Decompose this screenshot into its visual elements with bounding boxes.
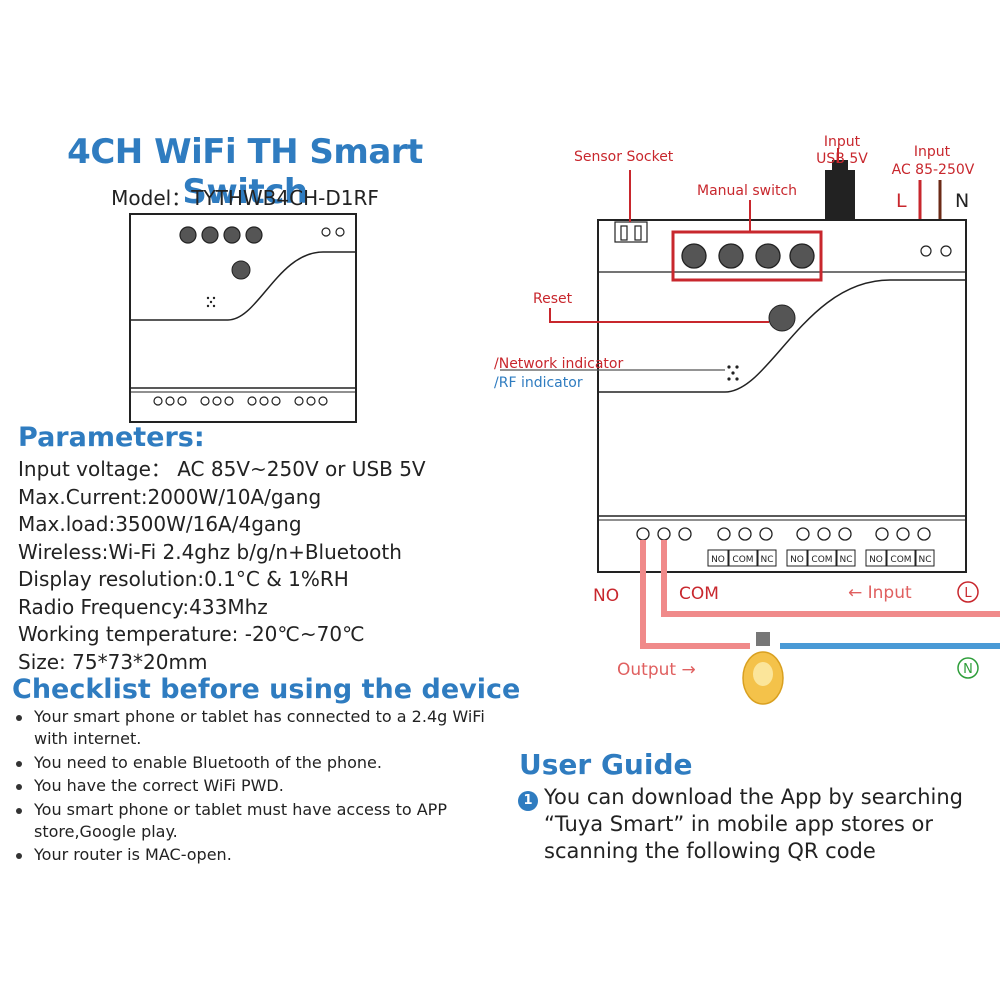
terminal-screws bbox=[153, 396, 328, 406]
reset-button-icon bbox=[768, 304, 796, 332]
param-max-current: Max.Current:2000W/10A/gang bbox=[18, 484, 322, 509]
checklist: Your smart phone or tablet has connected… bbox=[16, 706, 486, 868]
param-input-voltage: Input voltage： AC 85V~250V or USB 5V bbox=[18, 457, 426, 481]
label-network-indicator: /Network indicator bbox=[494, 356, 624, 372]
terminal-label-no: NO bbox=[869, 555, 883, 565]
usb-cable-icon bbox=[825, 170, 855, 225]
neutral-circle-icon bbox=[957, 657, 979, 679]
checklist-item: Your router is MAC-open. bbox=[16, 844, 486, 866]
label-input-ac-1: Input bbox=[913, 144, 951, 160]
circle-n-label: N bbox=[963, 662, 973, 677]
param-max-load: Max.load:3500W/16A/4gang bbox=[18, 512, 302, 536]
label-sensor-socket: Sensor Socket bbox=[574, 149, 674, 165]
terminal-label-no: NO bbox=[790, 555, 804, 565]
model-number: Model：TYTHWB4CH-D1RF bbox=[111, 186, 379, 210]
indicator-dots-icon bbox=[727, 365, 739, 381]
label-rf-indicator: /RF indicator bbox=[494, 375, 583, 391]
circle-l-label: L bbox=[964, 586, 972, 601]
manual-switch-buttons bbox=[681, 243, 815, 269]
terminal-screws bbox=[636, 527, 931, 541]
user-guide-heading: User Guide bbox=[519, 748, 693, 781]
label-manual-switch: Manual switch bbox=[697, 183, 798, 199]
param-radio-frequency: Radio Frequency:433Mhz bbox=[18, 594, 268, 619]
label-wire-no: NO bbox=[593, 586, 620, 606]
output-wire bbox=[640, 540, 750, 649]
parameters-heading: Parameters: bbox=[18, 422, 205, 453]
terminal-label-nc: NC bbox=[918, 555, 931, 565]
indicator-dots-icon bbox=[206, 296, 216, 308]
bullet-icon bbox=[16, 853, 22, 859]
page-title: 4CH WiFi TH Smart Switch bbox=[67, 132, 423, 212]
wiring-diagram: NO COM NC NO COM NC NO COM NC L N bbox=[500, 148, 1000, 705]
step-number-badge: 1 bbox=[518, 791, 538, 811]
sensor-socket-icon bbox=[614, 221, 648, 243]
terminal-label-com: COM bbox=[890, 555, 911, 565]
terminal-label-com: COM bbox=[811, 555, 832, 565]
checklist-item: You have the correct WiFi PWD. bbox=[16, 775, 486, 797]
label-output-arrow: Output → bbox=[617, 660, 696, 680]
param-wireless: Wireless:Wi-Fi 2.4ghz b/g/n+Bluetooth bbox=[18, 539, 402, 564]
label-wire-com: COM bbox=[679, 584, 719, 604]
bullet-icon bbox=[16, 807, 22, 814]
terminal-label-nc: NC bbox=[760, 555, 773, 565]
bullet-icon bbox=[16, 715, 22, 721]
checklist-item: Your smart phone or tablet has connected… bbox=[16, 706, 486, 750]
label-live: L bbox=[896, 190, 907, 212]
bullet-icon bbox=[16, 784, 22, 790]
reset-button-icon bbox=[231, 260, 251, 280]
checklist-heading: Checklist before using the device bbox=[12, 674, 521, 705]
terminal-label-nc: NC bbox=[839, 555, 852, 565]
terminal-label-no: NO bbox=[711, 555, 725, 565]
manual-switch-highlight bbox=[671, 230, 823, 282]
checklist-item: You need to enable Bluetooth of the phon… bbox=[16, 752, 486, 774]
live-circle-icon bbox=[957, 581, 979, 603]
terminal-label-boxes bbox=[707, 549, 935, 567]
user-guide-step-text: You can download the App by searching “T… bbox=[544, 785, 963, 863]
label-input-ac-2: AC 85-250V bbox=[891, 162, 975, 178]
manual-switch-buttons bbox=[179, 226, 263, 244]
device-front-illustration bbox=[129, 213, 357, 423]
label-input-usb-1: Input bbox=[823, 134, 861, 150]
param-size: Size: 75*73*20mm bbox=[18, 649, 208, 674]
device-body bbox=[597, 219, 967, 573]
label-input-usb-2: USB 5V bbox=[816, 151, 868, 167]
terminal-label-com: COM bbox=[732, 555, 753, 565]
label-reset: Reset bbox=[533, 291, 573, 307]
parameters-list: Input voltage： AC 85V~250V or USB 5V Max… bbox=[18, 456, 426, 676]
input-wire bbox=[661, 540, 1000, 617]
param-display-resolution: Display resolution:0.1°C & 1%RH bbox=[18, 567, 349, 591]
bullet-icon bbox=[16, 760, 22, 767]
light-bulb-icon bbox=[742, 632, 784, 705]
label-neutral: N bbox=[955, 190, 970, 212]
label-input-arrow: ← Input bbox=[848, 583, 912, 603]
checklist-item: You smart phone or tablet must have acce… bbox=[16, 799, 486, 843]
param-working-temperature: Working temperature: -20℃~70℃ bbox=[18, 622, 365, 646]
